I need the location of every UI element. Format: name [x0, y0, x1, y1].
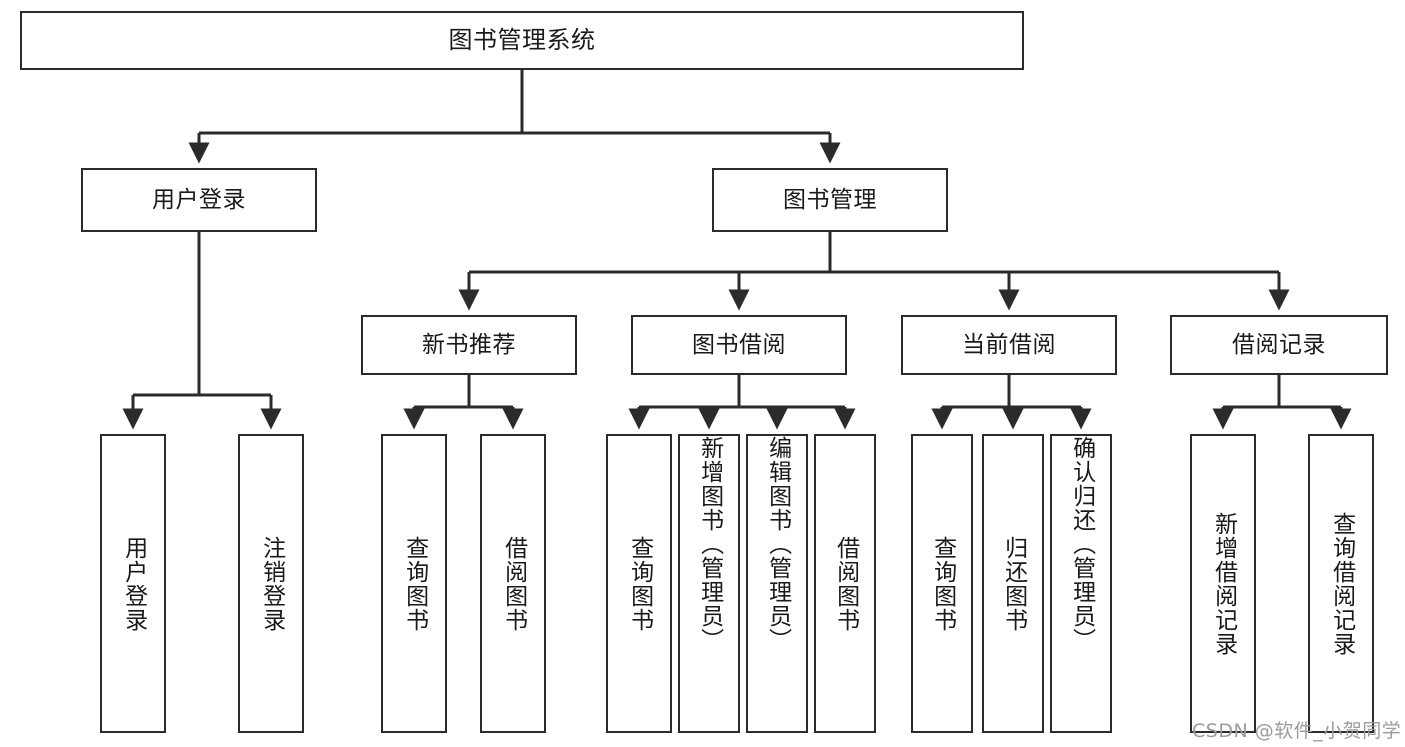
node-book-management[interactable]: 图书管理: [712, 168, 948, 232]
node-label: 编辑图书（管理员）: [764, 436, 791, 652]
leaf-logout[interactable]: 注销登录: [238, 434, 304, 733]
node-label: 新增借阅记录: [1210, 511, 1237, 656]
node-label: 查询图书: [929, 535, 956, 632]
csdn-watermark: CSDN @软件_小贺同学: [1192, 720, 1402, 742]
leaf-add-book-admin[interactable]: 新增图书（管理员）: [678, 434, 740, 733]
node-label: 新增图书（管理员）: [696, 436, 723, 652]
leaf-query-book-current[interactable]: 查询图书: [911, 434, 973, 733]
node-label: 图书借阅: [692, 331, 786, 358]
leaf-confirm-return-admin[interactable]: 确认归还（管理员）: [1050, 434, 1112, 733]
node-root[interactable]: 图书管理系统: [20, 11, 1024, 70]
node-label: 借阅图书: [500, 535, 527, 632]
node-label: 新书推荐: [422, 331, 516, 358]
leaf-add-borrow-record[interactable]: 新增借阅记录: [1190, 434, 1256, 733]
leaf-query-borrow-record[interactable]: 查询借阅记录: [1308, 434, 1374, 733]
node-label: 注销登录: [258, 535, 285, 632]
leaf-return-book[interactable]: 归还图书: [982, 434, 1044, 733]
node-label: 确认归还（管理员）: [1068, 436, 1095, 652]
leaf-query-book-recommend[interactable]: 查询图书: [381, 434, 447, 733]
node-label: 当前借阅: [962, 331, 1056, 358]
leaf-edit-book-admin[interactable]: 编辑图书（管理员）: [746, 434, 808, 733]
node-label: 借阅图书: [832, 535, 859, 632]
node-label: 借阅记录: [1232, 331, 1326, 358]
node-borrow-record[interactable]: 借阅记录: [1170, 315, 1388, 375]
node-label: 用户登录: [152, 186, 246, 213]
leaf-borrow-book[interactable]: 借阅图书: [814, 434, 876, 733]
node-label: 查询图书: [626, 535, 653, 632]
node-label: 查询图书: [401, 535, 428, 632]
node-label: 用户登录: [120, 535, 147, 632]
leaf-user-login[interactable]: 用户登录: [100, 434, 166, 733]
node-label: 图书管理系统: [448, 25, 596, 54]
node-user-login[interactable]: 用户登录: [81, 168, 317, 232]
node-label: 归还图书: [1000, 535, 1027, 632]
node-current-borrow[interactable]: 当前借阅: [901, 315, 1117, 375]
node-new-book-recommend[interactable]: 新书推荐: [361, 315, 577, 375]
leaf-query-book-borrow[interactable]: 查询图书: [606, 434, 672, 733]
node-label: 查询借阅记录: [1328, 511, 1355, 656]
node-label: 图书管理: [783, 186, 877, 213]
leaf-borrow-book-recommend[interactable]: 借阅图书: [480, 434, 546, 733]
node-book-borrow[interactable]: 图书借阅: [631, 315, 847, 375]
